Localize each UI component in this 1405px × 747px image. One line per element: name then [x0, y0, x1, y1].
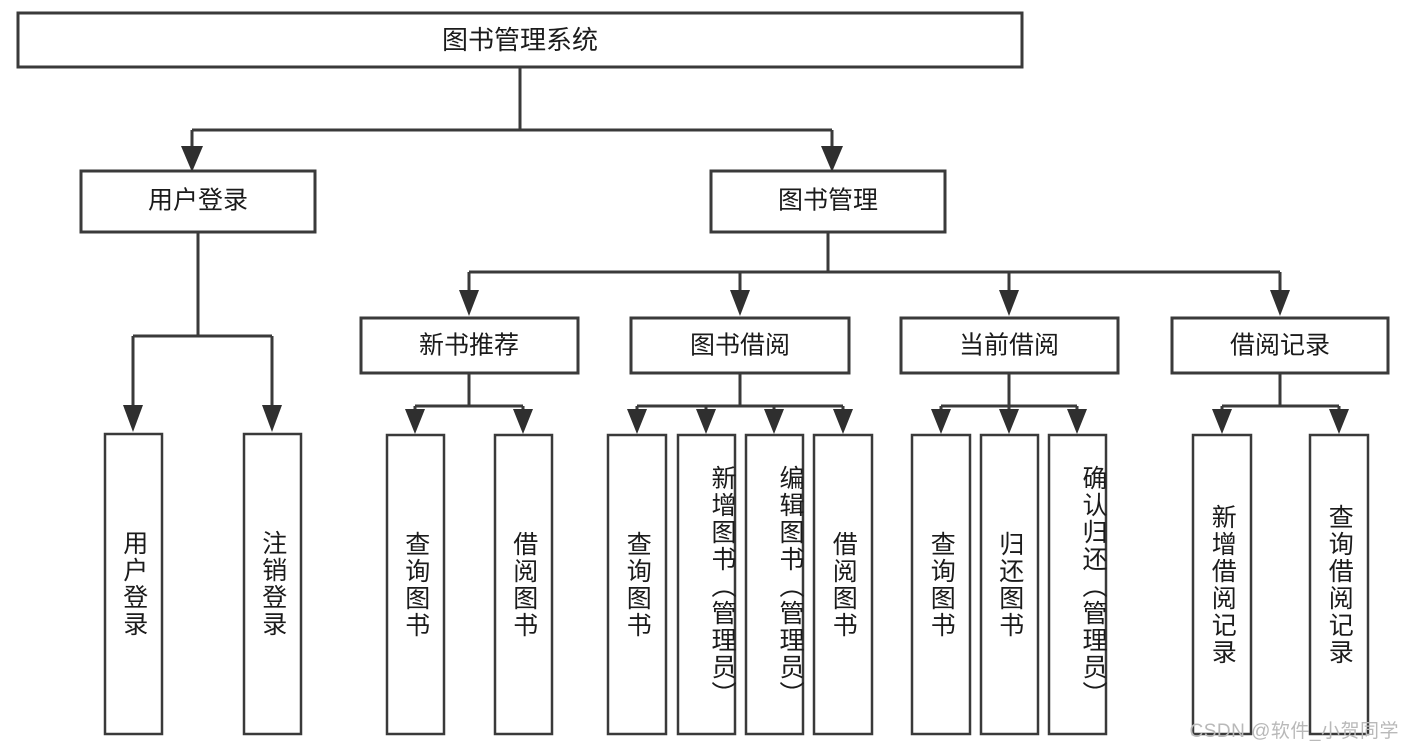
node-leaf-edit-book-admin[interactable]	[744, 433, 805, 736]
arrowhead-leaf-borrow-book-2-icon	[833, 409, 853, 434]
node-leaf-return-book[interactable]	[979, 433, 1040, 736]
node-new-book-recommend-label: 新书推荐	[419, 332, 519, 360]
arrowhead-leaf-confirm-return-admin-icon	[1067, 409, 1087, 434]
node-leaf-query-borrow-record[interactable]	[1308, 433, 1370, 736]
arrowhead-leaf-edit-book-admin-icon	[764, 409, 784, 434]
node-book-manage-label: 图书管理	[778, 187, 878, 215]
node-current-borrow-label: 当前借阅	[959, 332, 1059, 360]
node-book-manage[interactable]	[709, 169, 947, 234]
arrowhead-leaf-borrow-book-1-icon	[513, 409, 533, 434]
node-leaf-query-book-3[interactable]	[910, 433, 972, 736]
node-leaf-borrow-book-2[interactable]	[812, 433, 874, 736]
node-new-book-recommend[interactable]	[359, 316, 580, 375]
arrowhead-book-borrow-icon	[730, 290, 750, 316]
arrowhead-current-borrow-icon	[999, 290, 1019, 316]
arrowhead-leaf-logout-login-icon	[262, 405, 282, 432]
node-borrow-record-label: 借阅记录	[1230, 332, 1330, 360]
arrowhead-user-login-icon	[181, 146, 203, 172]
node-root-system-label: 图书管理系统	[442, 25, 598, 55]
node-root-system[interactable]	[16, 11, 1024, 69]
node-leaf-borrow-book-1[interactable]	[493, 433, 554, 736]
node-leaf-logout-login[interactable]	[242, 432, 303, 736]
arrowhead-borrow-record-icon	[1270, 290, 1290, 316]
arrowhead-leaf-query-book-3-icon	[931, 409, 951, 434]
node-book-borrow-label: 图书借阅	[690, 332, 790, 360]
node-leaf-confirm-return-admin[interactable]	[1047, 433, 1108, 736]
arrowhead-book-manage-icon	[821, 146, 843, 172]
node-leaf-query-book-2[interactable]	[606, 433, 668, 736]
node-book-borrow[interactable]	[629, 316, 851, 375]
csdn-watermark: CSDN @软件_小贺同学	[1189, 721, 1399, 742]
arrowhead-leaf-query-book-1-icon	[405, 409, 425, 434]
arrowhead-new-book-recommend-icon	[459, 290, 479, 316]
arrowhead-leaf-add-borrow-record-icon	[1212, 409, 1232, 434]
node-borrow-record[interactable]	[1170, 316, 1390, 375]
node-user-login-label: 用户登录	[148, 187, 248, 215]
arrowhead-leaf-user-login-icon	[123, 405, 143, 432]
arrowhead-leaf-add-book-admin-icon	[696, 409, 716, 434]
arrowhead-leaf-query-borrow-record-icon	[1329, 409, 1349, 434]
arrowhead-leaf-return-book-icon	[999, 409, 1019, 434]
node-leaf-user-login[interactable]	[103, 432, 164, 736]
arrowhead-leaf-query-book-2-icon	[627, 409, 647, 434]
node-leaf-query-book-1[interactable]	[385, 433, 446, 736]
node-leaf-add-borrow-record[interactable]	[1191, 433, 1253, 736]
node-leaf-add-book-admin[interactable]	[676, 433, 737, 736]
node-current-borrow[interactable]	[899, 316, 1120, 375]
